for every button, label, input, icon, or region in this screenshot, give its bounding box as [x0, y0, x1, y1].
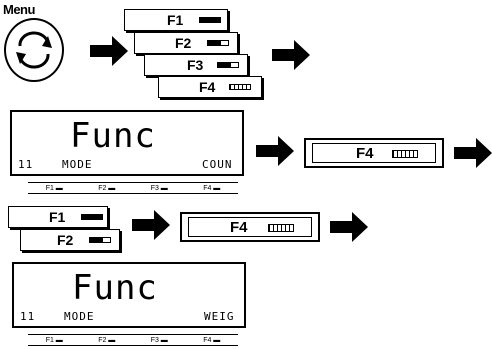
battery-empty-icon — [392, 150, 418, 158]
f4-key[interactable]: F4 — [180, 212, 320, 242]
strip-label: F4 ▬ — [203, 336, 221, 344]
strip-label: F2 ▬ — [98, 184, 116, 192]
battery-half-icon — [207, 40, 229, 46]
arrow-icon — [454, 138, 492, 168]
strip-label: F1 ▬ — [45, 336, 63, 344]
display-main-text: Func — [72, 268, 158, 308]
lcd-display: Func 11 MODE WEIG — [12, 262, 246, 328]
strip-label: F3 ▬ — [150, 336, 168, 344]
f4-key-label: F4 — [356, 145, 374, 162]
arrow-icon — [272, 40, 310, 70]
key-frame — [188, 217, 312, 237]
display-left-text: 11 — [18, 158, 34, 171]
cycle-arrows-icon — [16, 31, 52, 69]
f4-key-label: F4 — [199, 79, 216, 95]
display-right-text: WEIG — [204, 310, 235, 323]
f1-key[interactable]: F1 — [124, 9, 228, 31]
f3-key[interactable]: F3 — [144, 54, 248, 76]
display-left-text: 11 — [20, 310, 36, 323]
arrow-icon — [132, 210, 170, 240]
f1-key[interactable]: F1 — [8, 206, 108, 228]
display-mode-text: MODE — [62, 158, 93, 171]
display-mode-text: MODE — [64, 310, 95, 323]
lcd-display: Func 11 MODE COUN — [10, 110, 244, 176]
key-frame — [312, 143, 436, 163]
f4-key-label: F4 — [230, 219, 248, 236]
battery-half-icon — [217, 62, 239, 68]
battery-full-icon — [81, 214, 103, 220]
battery-empty-icon — [229, 84, 251, 90]
strip-label: F2 ▬ — [98, 336, 116, 344]
arrow-icon — [330, 212, 368, 242]
f1-key-label: F1 — [167, 12, 184, 28]
f2-key-label: F2 — [57, 232, 74, 248]
f2-key[interactable]: F2 — [20, 229, 120, 251]
f2-key-label: F2 — [175, 35, 192, 51]
f2-key[interactable]: F2 — [134, 32, 238, 54]
menu-button[interactable] — [4, 18, 64, 82]
function-key-strip: F1 ▬ F2 ▬ F3 ▬ F4 ▬ — [28, 182, 238, 194]
strip-label: F1 ▬ — [45, 184, 63, 192]
arrow-icon — [256, 136, 294, 166]
battery-half-icon — [89, 237, 111, 243]
menu-label: Menu — [3, 2, 35, 17]
display-main-text: Func — [70, 116, 156, 156]
strip-label: F4 ▬ — [203, 184, 221, 192]
f4-key[interactable]: F4 — [158, 76, 262, 98]
f1-key-label: F1 — [49, 209, 66, 225]
f3-key-label: F3 — [187, 57, 204, 73]
battery-empty-icon — [268, 224, 294, 232]
battery-full-icon — [199, 17, 221, 23]
function-key-strip: F1 ▬ F2 ▬ F3 ▬ F4 ▬ — [28, 334, 238, 346]
display-right-text: COUN — [202, 158, 233, 171]
strip-label: F3 ▬ — [150, 184, 168, 192]
arrow-icon — [90, 36, 128, 66]
f4-key[interactable]: F4 — [304, 138, 444, 168]
